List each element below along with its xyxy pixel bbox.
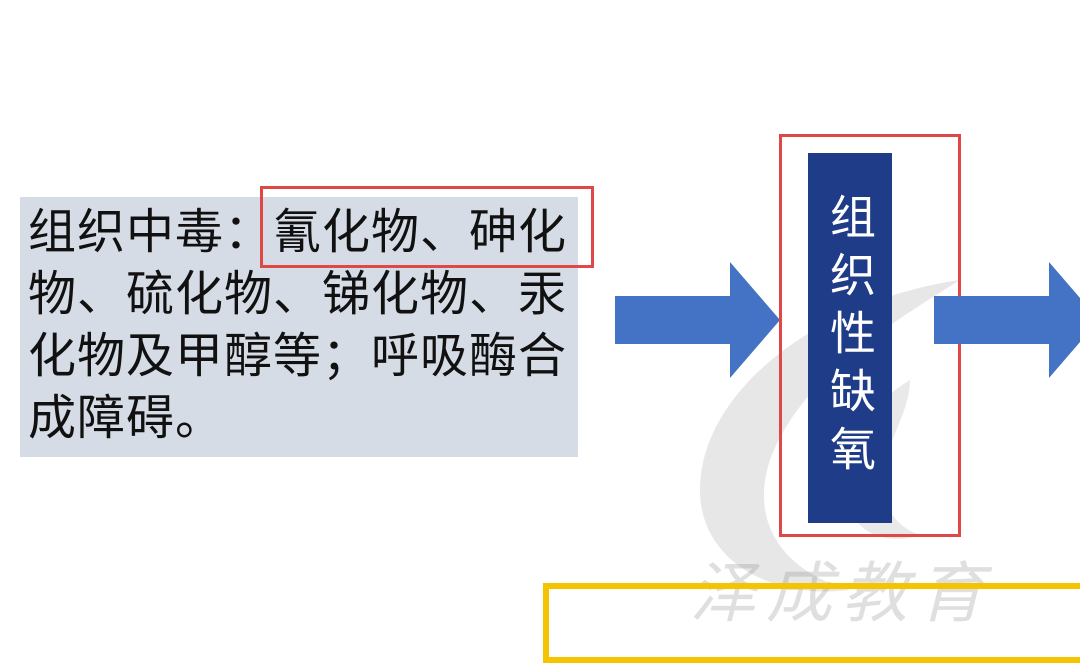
histotoxic-hypoxia-box: 组织性缺氧: [808, 153, 892, 523]
highlight-cyanide-arsenic: [260, 186, 594, 268]
yellow-frame-box: [543, 583, 1080, 663]
toxic-causes-text: 组织中毒：氰化物、砷化物、硫化物、锑化物、汞化物及甲醇等；呼吸酶合成障碍。: [28, 204, 568, 446]
histotoxic-hypoxia-label: 组织性缺氧: [823, 193, 877, 483]
right-arrow-icon: [615, 262, 780, 378]
toxic-causes-text-box: 组织中毒：氰化物、砷化物、硫化物、锑化物、汞化物及甲醇等；呼吸酶合成障碍。: [20, 197, 578, 457]
right-arrow-icon: [934, 262, 1080, 378]
watermark-text: 泽成教育: [690, 555, 994, 632]
